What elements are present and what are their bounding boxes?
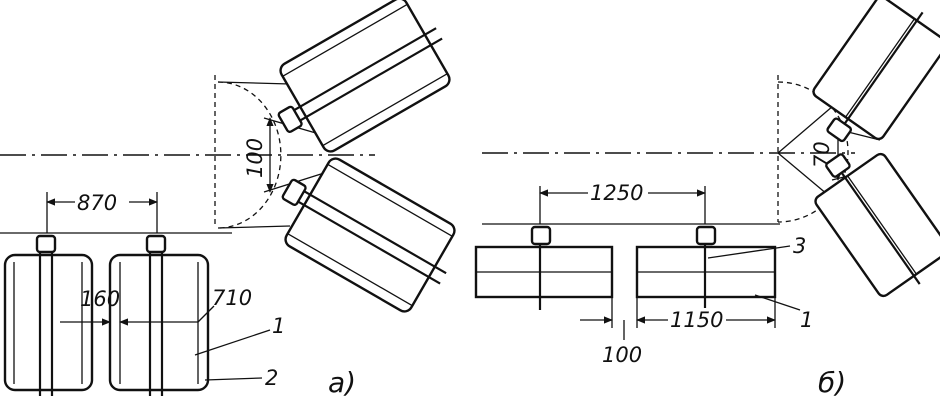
roller-left-b <box>474 225 614 310</box>
dim-label-100-a: 100 <box>243 138 267 178</box>
roller-lower-a <box>281 157 456 313</box>
dimension-100-b: 100 <box>580 297 642 367</box>
dim-label-710: 710 <box>212 286 252 310</box>
figure-a: 870 160 710 1 2 100 <box>0 0 456 399</box>
swing-arc-a <box>217 81 282 229</box>
dimension-710: 710 <box>119 286 252 326</box>
roller-upper-a <box>277 0 451 153</box>
roller-right-a <box>108 234 210 396</box>
dimension-1250: 1250 <box>539 181 706 224</box>
dim-label-1150: 1150 <box>670 308 723 332</box>
callout-1-a: 1 <box>272 314 285 338</box>
figure-b: 1250 100 1150 3 1 70 <box>474 0 940 399</box>
roller-upper-b <box>812 0 940 143</box>
dim-label-160: 160 <box>80 287 120 311</box>
dim-label-100-b: 100 <box>602 343 642 367</box>
caption-a: а) <box>328 366 356 399</box>
callout-2-a: 2 <box>265 366 278 390</box>
caption-b: б) <box>818 366 846 399</box>
swing-arc-b <box>777 81 849 223</box>
dimension-160: 160 <box>60 287 120 326</box>
dimension-100-a: 100 <box>243 117 341 193</box>
roller-left-a <box>3 234 94 396</box>
callout-3-b: 3 <box>793 234 806 258</box>
dimension-870: 870 <box>46 190 158 233</box>
callout-1-b: 1 <box>800 308 813 332</box>
dim-label-1250: 1250 <box>590 181 643 205</box>
roller-lower-b <box>814 152 940 298</box>
roller-right-b <box>635 225 777 310</box>
dim-label-870: 870 <box>77 191 117 215</box>
dimension-1150: 1150 <box>636 297 776 332</box>
